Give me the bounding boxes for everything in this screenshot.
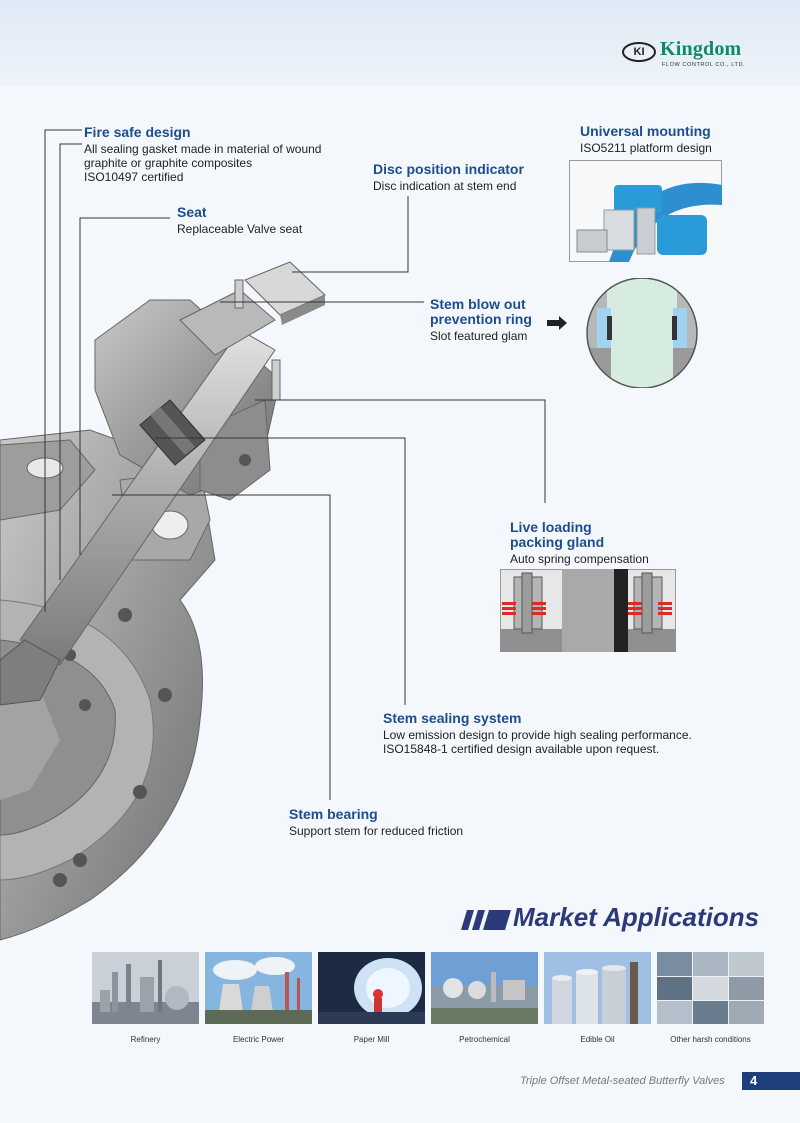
feature-stem-sealing: Stem sealing system Low emission design … [383,710,692,757]
feature-live-loading: Live loading packing gland Auto spring c… [510,519,649,567]
market-applications-title: Market Applications [513,902,760,932]
arrow-right-icon [547,316,567,330]
app-other-harsh-conditions: Other harsh conditions [657,952,764,1044]
app-paper-mill: Paper Mill [318,952,425,1044]
petrochemical-photo [431,952,538,1024]
live-loading-detail [500,569,676,652]
blowout-ring-detail [547,278,698,388]
refinery-caption: Refinery [130,1035,161,1044]
app-edible-oil: Edible Oil [544,952,651,1044]
logo-name: Kingdom [660,38,742,60]
fire-safe-title: Fire safe design [84,124,191,140]
other-harsh-conditions-photo [657,952,764,1024]
fire-safe-line1: All sealing gasket made in material of w… [84,142,322,156]
live-loading-title-line2: packing gland [510,534,605,550]
stem-bearing-desc: Support stem for reduced friction [289,824,464,838]
stem-sealing-line2: ISO15848-1 certified design available up… [383,742,660,756]
live-loading-title-line1: Live loading [510,519,592,535]
universal-title: Universal mounting [580,123,711,139]
logo-subtitle: FLOW CONTROL CO., LTD. [662,62,746,68]
electric-power-caption: Electric Power [232,1035,285,1044]
universal-desc: ISO5211 platform design [580,141,712,155]
paper-mill-photo [318,952,425,1024]
paper-mill-caption: Paper Mill [353,1035,390,1044]
universal-mounting-photo [569,160,722,262]
blowout-title-line2: prevention ring [430,311,532,327]
seat-title: Seat [177,204,207,220]
edible-oil-photo [544,952,651,1024]
app-refinery: Refinery [92,952,199,1044]
seat-desc: Replaceable Valve seat [177,222,303,236]
petrochemical-caption: Petrochemical [459,1035,510,1044]
heading-bars-icon [461,910,511,930]
footer-title: Triple Offset Metal-seated Butterfly Val… [520,1075,725,1087]
app-electric-power: Electric Power [205,952,312,1044]
disc-indicator-desc: Disc indication at stem end [373,179,517,193]
blowout-title-line1: Stem blow out [430,296,526,312]
market-applications-heading: Market Applications [461,902,781,938]
stem-sealing-title: Stem sealing system [383,710,522,726]
feature-seat: Seat Replaceable Valve seat [177,204,303,237]
blowout-desc: Slot featured glam [430,329,528,343]
stem-bearing-title: Stem bearing [289,806,378,822]
page-number: 4 [742,1072,800,1090]
feature-blowout-ring: Stem blow out prevention ring Slot featu… [430,296,532,344]
electric-power-photo [205,952,312,1024]
feature-disc-indicator: Disc position indicator Disc indication … [373,161,524,194]
company-logo: KI Kingdom FLOW CONTROL CO., LTD. [622,38,752,72]
fire-safe-line3: ISO10497 certified [84,170,184,184]
market-applications-gallery: Refinery Electric Power Paper Mill Petro… [92,952,765,1044]
app-petrochemical: Petrochemical [431,952,538,1044]
edible-oil-caption: Edible Oil [580,1035,615,1044]
other-harsh-conditions-caption: Other harsh conditions [670,1035,751,1044]
stem-sealing-line1: Low emission design to provide high seal… [383,728,692,742]
refinery-photo [92,952,199,1024]
logo-mark: KI [622,42,656,62]
live-loading-desc: Auto spring compensation [510,552,649,566]
feature-stem-bearing: Stem bearing Support stem for reduced fr… [289,806,464,839]
fire-safe-line2: graphite or graphite composites [84,156,253,170]
header-band [0,0,800,86]
feature-universal-mounting: Universal mounting ISO5211 platform desi… [580,123,712,156]
disc-indicator-title: Disc position indicator [373,161,524,177]
feature-fire-safe: Fire safe design All sealing gasket made… [84,124,322,185]
